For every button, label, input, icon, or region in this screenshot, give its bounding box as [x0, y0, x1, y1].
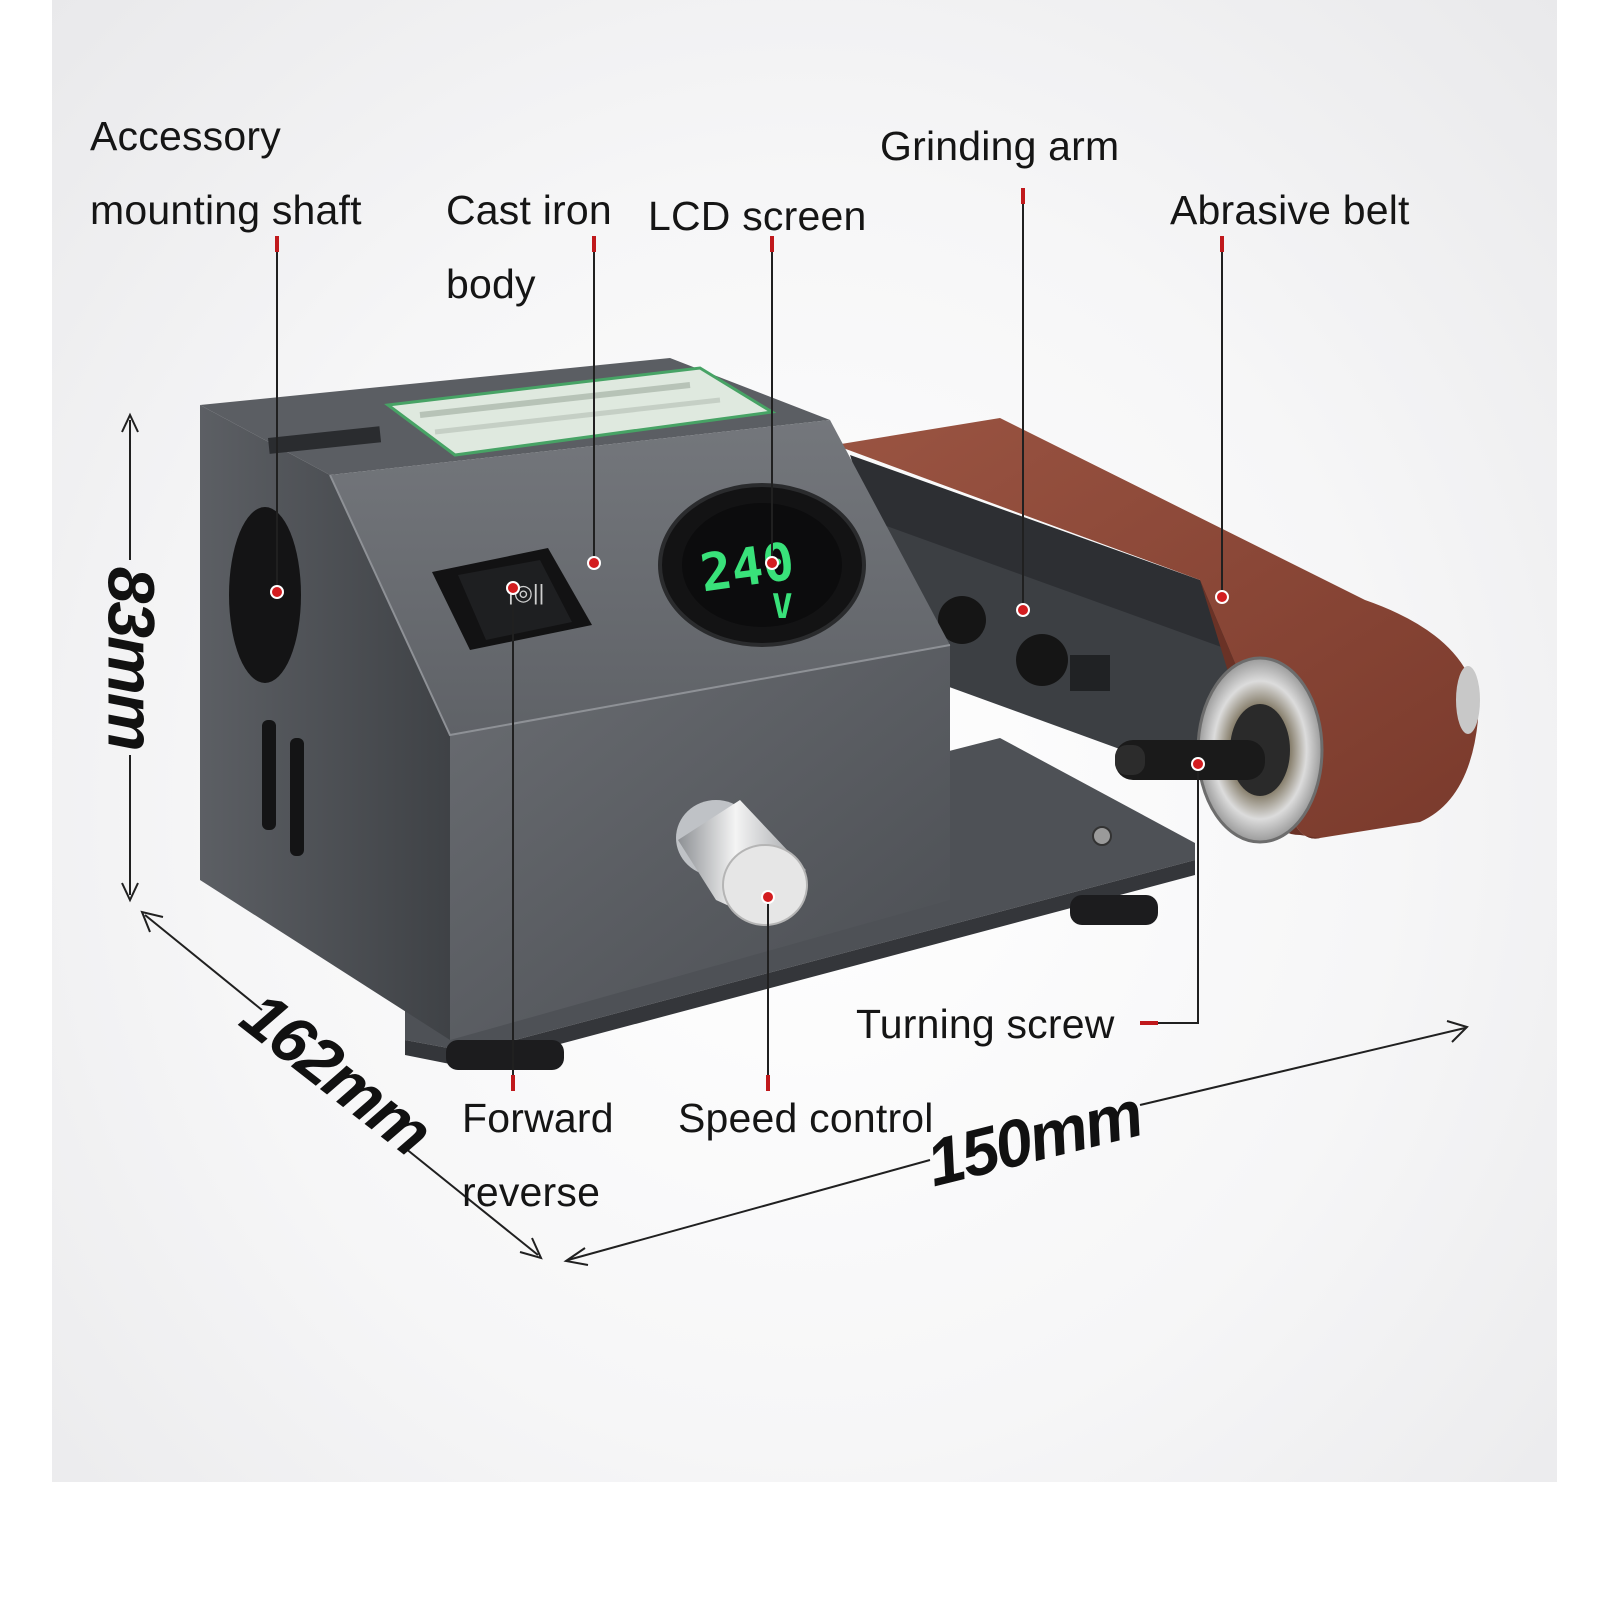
spec-label-sticker	[384, 366, 777, 457]
callout-markers	[270, 556, 1229, 904]
depth-dimension-arrow	[140, 910, 543, 1260]
label-turning-screw: Turning screw	[856, 1001, 1115, 1047]
label-forward-reverse-line1: Forward	[462, 1095, 614, 1141]
label-cast-iron-body-line2: body	[446, 261, 536, 307]
lcd-screen: 240 V	[658, 483, 866, 647]
height-dimension-arrow	[121, 412, 139, 903]
label-grinding-arm: Grinding arm	[880, 123, 1120, 169]
accessory-shaft-hole	[229, 507, 301, 683]
label-accessory-mounting-shaft-line1: Accessory	[90, 113, 281, 159]
label-accessory-mounting-shaft-line2: mounting shaft	[90, 187, 362, 233]
label-abrasive-belt: Abrasive belt	[1170, 187, 1410, 233]
callout-leaders	[275, 188, 1224, 1091]
side-vents	[262, 720, 304, 856]
base-set-screw	[1092, 826, 1112, 846]
dimension-height: 83mm	[94, 566, 169, 750]
arm-bolts	[938, 596, 1110, 691]
speed-control-knob	[676, 800, 808, 926]
label-forward-reverse-line2: reverse	[462, 1169, 601, 1215]
label-cast-iron-body-line1: Cast iron	[446, 187, 612, 233]
label-speed-control: Speed control	[678, 1095, 934, 1141]
top-vent-slot	[268, 426, 382, 454]
lcd-unit: V	[772, 587, 792, 627]
label-lcd-screen: LCD screen	[648, 193, 867, 239]
width-dimension-arrow	[563, 1020, 1469, 1266]
lcd-reading: 240	[697, 532, 798, 604]
turning-screw-handle	[1115, 740, 1265, 780]
